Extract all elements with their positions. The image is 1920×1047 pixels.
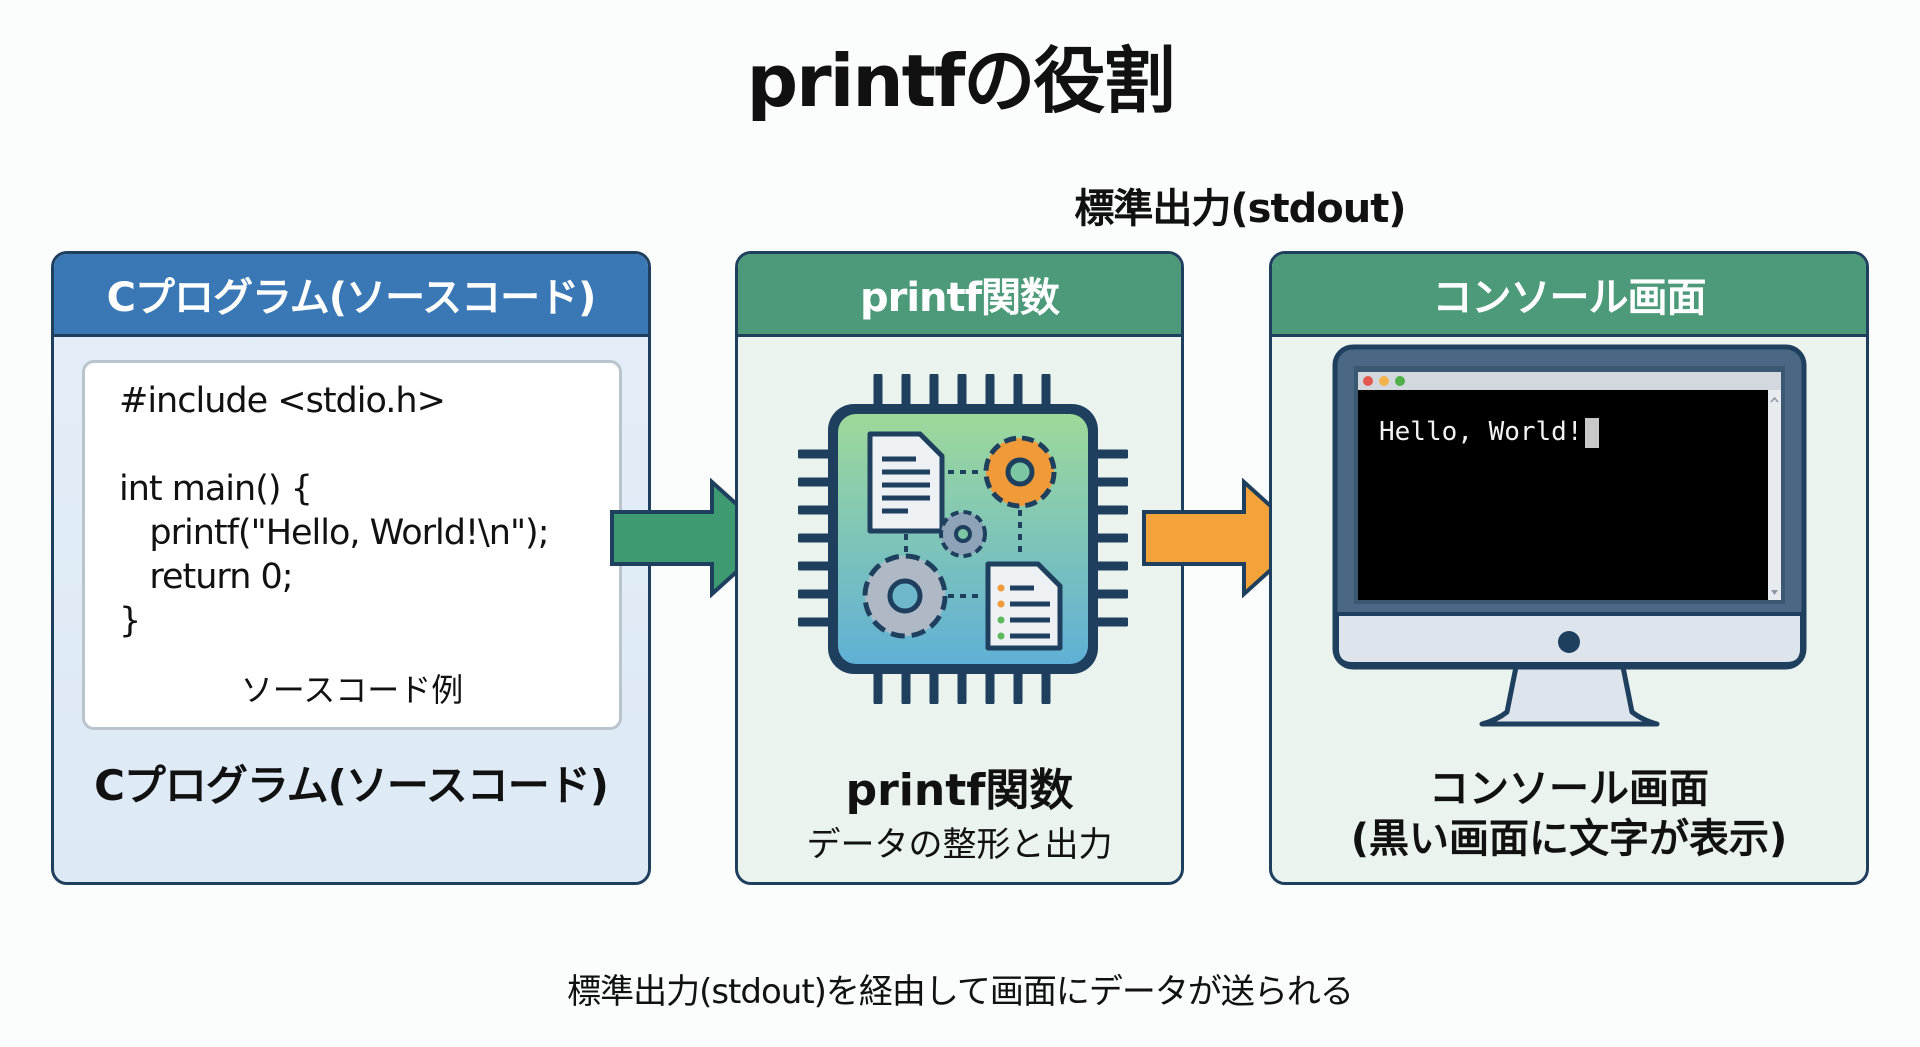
source-code-box: #include <stdio.h>​int main() { printf("… [82,360,622,730]
code-line: return 0; [119,557,293,597]
printf-header: printf関数 [738,254,1181,337]
c-program-label: Cプログラム(ソースコード) [94,761,609,810]
terminal-cursor [1584,417,1599,448]
terminal-scrollbar[interactable] [1768,390,1781,600]
console-label-line2: (黒い画面に文字が表示) [1350,816,1788,862]
list-document-icon [985,561,1063,651]
console-label: コンソール画面 (黒い画面に文字が表示) [1272,764,1866,864]
printf-sublabel: データの整形と出力 [806,825,1113,865]
monitor-icon [1332,344,1807,727]
terminal-output: Hello, World! [1379,417,1599,448]
power-button-icon [1558,631,1580,653]
maximize-dot-icon [1395,376,1405,386]
code-line: #include <stdio.h> [119,381,446,421]
scroll-down-icon [1771,590,1778,595]
monitor-stand [1479,659,1660,727]
code-line: ​ [119,423,549,467]
console-header: コンソール画面 [1272,254,1866,337]
code-line: int main() { [119,469,313,509]
gear-icon [983,435,1057,509]
terminal-screen [1358,390,1768,600]
c-program-panel: Cプログラム(ソースコード) #include <stdio.h>​int ma… [51,251,651,885]
bottom-caption: 標準出力(stdout)を経由して画面にデータが送られる [567,972,1354,1012]
close-dot-icon [1363,376,1373,386]
code-line: printf("Hello, World!\n"); [119,513,549,553]
minimize-dot-icon [1379,376,1389,386]
chip-pins [798,374,1128,704]
connector-lines [904,470,1022,598]
printf-panel: printf関数 [735,251,1184,885]
stdout-label: 標準出力(stdout) [1074,186,1406,232]
page-title: printfの役割 [746,39,1176,123]
terminal-titlebar [1358,372,1781,390]
gear-icon [939,510,987,558]
gear-icon [862,553,948,639]
console-panel: コンソール画面 Hello, World! コンソール画面 (黒い画面に文字が表… [1269,251,1869,885]
console-label-line1: コンソール画面 [1429,766,1709,812]
terminal-output-text: Hello, World! [1379,417,1583,447]
source-code: #include <stdio.h>​int main() { printf("… [119,379,550,643]
cpu-chip-icon [798,374,1128,704]
document-icon [867,431,945,534]
scroll-up-icon [1770,396,1779,403]
printf-label: printf関数 [845,765,1074,816]
c-program-header: Cプログラム(ソースコード) [54,254,648,337]
code-caption: ソースコード例 [240,671,464,709]
code-line: } [119,601,141,641]
